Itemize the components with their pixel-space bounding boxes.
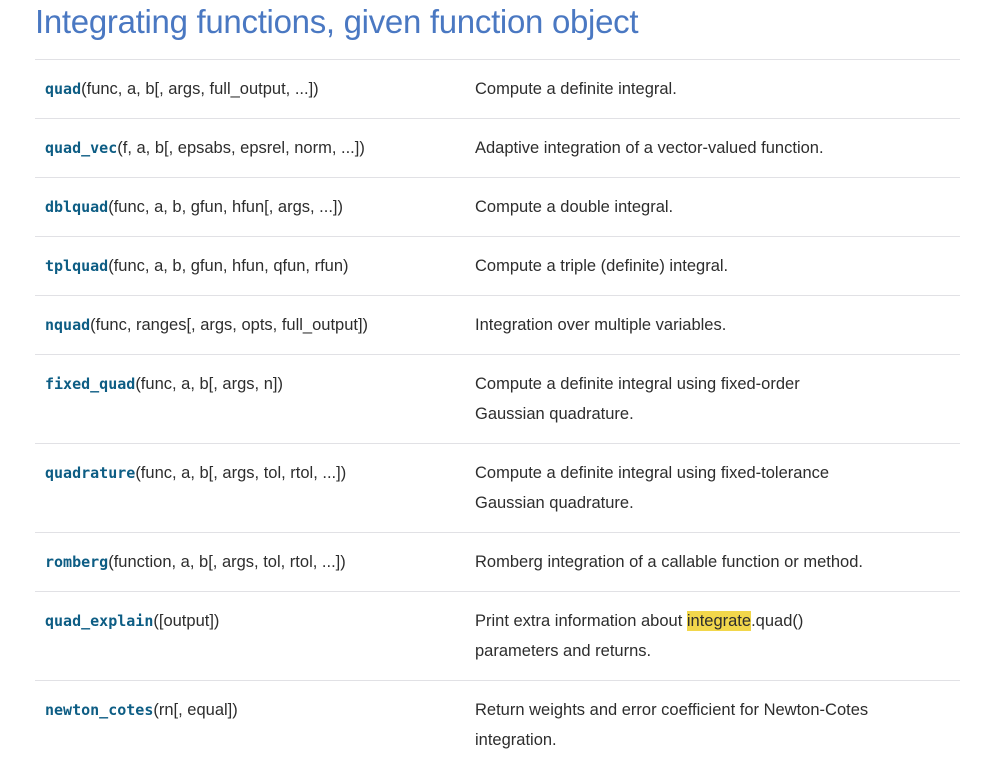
description-line: Compute a definite integral using fixed-… bbox=[475, 375, 800, 393]
function-signature: newton_cotes(rn[, equal]) bbox=[35, 681, 465, 770]
description-line: Print extra information about integrate.… bbox=[475, 606, 950, 636]
description-line: Compute a definite integral. bbox=[475, 80, 677, 98]
function-signature: fixed_quad(func, a, b[, args, n]) bbox=[35, 355, 465, 444]
function-signature: tplquad(func, a, b, gfun, hfun, qfun, rf… bbox=[35, 237, 465, 296]
table-row: dblquad(func, a, b, gfun, hfun[, args, .… bbox=[35, 177, 960, 237]
function-params: (func, a, b, gfun, hfun[, args, ...]) bbox=[108, 198, 344, 216]
table-row: newton_cotes(rn[, equal]) Return weights… bbox=[35, 680, 960, 770]
table-row: quad(func, a, b[, args, full_output, ...… bbox=[35, 59, 960, 119]
description-line: parameters and returns. bbox=[475, 642, 652, 660]
function-link-newton-cotes[interactable]: newton_cotes bbox=[45, 701, 154, 719]
function-params: (function, a, b[, args, tol, rtol, ...]) bbox=[108, 553, 346, 571]
description-line: Gaussian quadrature. bbox=[475, 494, 634, 512]
description-line: Compute a definite integral using fixed-… bbox=[475, 464, 830, 482]
function-description: Compute a definite integral using fixed-… bbox=[465, 355, 960, 444]
description-line: Romberg integration of a callable functi… bbox=[475, 553, 863, 571]
table-row: quad_explain([output]) Print extra infor… bbox=[35, 591, 960, 681]
function-description: Compute a definite integral using fixed-… bbox=[465, 444, 960, 533]
function-link-romberg[interactable]: romberg bbox=[45, 553, 109, 571]
description-line: integration. bbox=[475, 731, 557, 749]
function-link-quad[interactable]: quad bbox=[45, 80, 82, 98]
function-signature: quad(func, a, b[, args, full_output, ...… bbox=[35, 60, 465, 119]
table-row: tplquad(func, a, b, gfun, hfun, qfun, rf… bbox=[35, 236, 960, 296]
description-line: Compute a triple (definite) integral. bbox=[475, 257, 729, 275]
function-params: (func, a, b[, args, full_output, ...]) bbox=[81, 80, 319, 98]
function-description: Adaptive integration of a vector-valued … bbox=[465, 119, 960, 178]
function-params: (rn[, equal]) bbox=[153, 701, 238, 719]
function-signature: quadrature(func, a, b[, args, tol, rtol,… bbox=[35, 444, 465, 533]
function-description: Compute a triple (definite) integral. bbox=[465, 237, 960, 296]
table-row: fixed_quad(func, a, b[, args, n]) Comput… bbox=[35, 354, 960, 444]
function-description: Compute a definite integral. bbox=[465, 60, 960, 119]
function-description: Return weights and error coefficient for… bbox=[465, 681, 960, 770]
page-title: Integrating functions, given function ob… bbox=[35, 3, 639, 40]
function-signature: nquad(func, ranges[, args, opts, full_ou… bbox=[35, 296, 465, 355]
function-description: Print extra information about integrate.… bbox=[465, 592, 960, 681]
function-signature: quad_vec(f, a, b[, epsabs, epsrel, norm,… bbox=[35, 119, 465, 178]
function-signature: quad_explain([output]) bbox=[35, 592, 465, 681]
function-link-dblquad[interactable]: dblquad bbox=[45, 198, 109, 216]
function-link-quadrature[interactable]: quadrature bbox=[45, 464, 136, 482]
table-row: quad_vec(f, a, b[, epsabs, epsrel, norm,… bbox=[35, 118, 960, 178]
description-text: .quad() bbox=[751, 612, 804, 630]
function-params: (func, ranges[, args, opts, full_output]… bbox=[90, 316, 369, 334]
description-text: Print extra information about bbox=[475, 612, 687, 630]
function-params: (func, a, b[, args, tol, rtol, ...]) bbox=[135, 464, 347, 482]
search-highlight: integrate bbox=[686, 611, 752, 631]
function-description: Romberg integration of a callable functi… bbox=[465, 533, 960, 592]
table-row: romberg(function, a, b[, args, tol, rtol… bbox=[35, 532, 960, 592]
description-line: Gaussian quadrature. bbox=[475, 405, 634, 423]
function-description: Integration over multiple variables. bbox=[465, 296, 960, 355]
function-params: ([output]) bbox=[153, 612, 220, 630]
function-signature: romberg(function, a, b[, args, tol, rtol… bbox=[35, 533, 465, 592]
function-link-fixed-quad[interactable]: fixed_quad bbox=[45, 375, 136, 393]
function-link-nquad[interactable]: nquad bbox=[45, 316, 91, 334]
function-params: (func, a, b, gfun, hfun, qfun, rfun) bbox=[108, 257, 349, 275]
table-row: quadrature(func, a, b[, args, tol, rtol,… bbox=[35, 443, 960, 533]
function-link-quad-explain[interactable]: quad_explain bbox=[45, 612, 154, 630]
function-params: (f, a, b[, epsabs, epsrel, norm, ...]) bbox=[117, 139, 365, 157]
function-link-quad-vec[interactable]: quad_vec bbox=[45, 139, 118, 157]
function-link-tplquad[interactable]: tplquad bbox=[45, 257, 109, 275]
description-line: Adaptive integration of a vector-valued … bbox=[475, 139, 824, 157]
functions-table: quad(func, a, b[, args, full_output, ...… bbox=[35, 59, 960, 769]
table-row: nquad(func, ranges[, args, opts, full_ou… bbox=[35, 295, 960, 355]
description-line: Compute a double integral. bbox=[475, 198, 674, 216]
description-line: Integration over multiple variables. bbox=[475, 316, 727, 334]
function-signature: dblquad(func, a, b, gfun, hfun[, args, .… bbox=[35, 178, 465, 237]
description-line: Return weights and error coefficient for… bbox=[475, 701, 869, 719]
function-description: Compute a double integral. bbox=[465, 178, 960, 237]
function-params: (func, a, b[, args, n]) bbox=[135, 375, 283, 393]
